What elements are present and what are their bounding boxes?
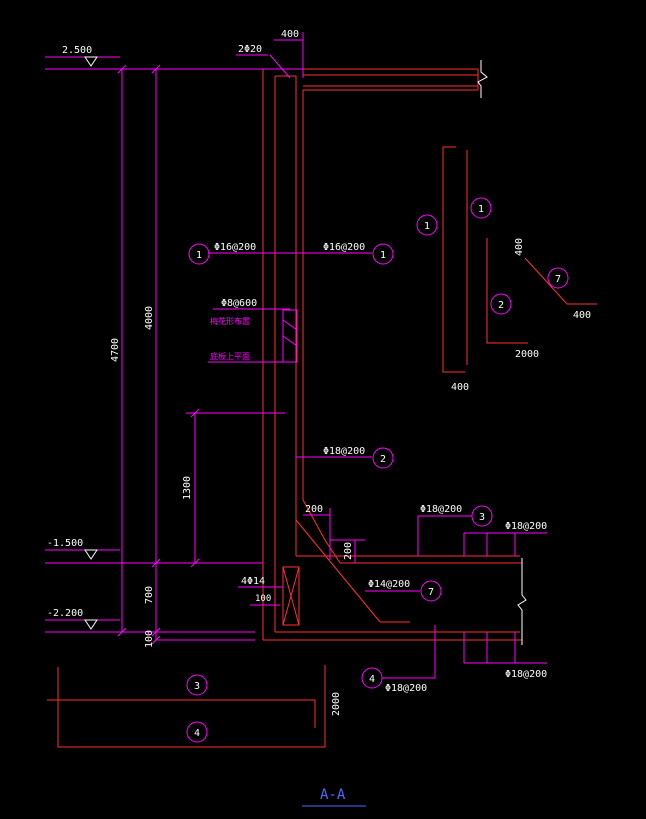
concrete-outline bbox=[262, 68, 522, 641]
callout-slab-top-leader bbox=[417, 515, 472, 556]
dim-haunch bbox=[303, 508, 365, 563]
bar-detail-4-shape bbox=[47, 665, 326, 748]
rebar-corner-label: 4Φ14 bbox=[241, 576, 265, 587]
bar-detail-1-shape bbox=[442, 146, 465, 373]
level-marker-top bbox=[45, 56, 303, 70]
dim-haunch-h: 200 bbox=[305, 504, 323, 515]
mark-1-detail-a: 1 bbox=[424, 221, 430, 232]
section-title: A-A bbox=[320, 787, 346, 803]
break-symbol-bottom bbox=[517, 558, 527, 645]
dim-bar1-leg: 400 bbox=[451, 382, 469, 393]
rebar-haunch-label: Φ14@200 bbox=[368, 579, 410, 590]
mark-circle-3 bbox=[471, 505, 493, 527]
mark-4-slab: 4 bbox=[369, 674, 375, 685]
slab-top-right-ticks bbox=[463, 532, 547, 556]
dim-slab-700: 700 bbox=[144, 586, 155, 604]
mark-circle-1-left bbox=[188, 243, 210, 265]
bar-detail-7-shape bbox=[524, 257, 597, 305]
bar-detail-2-shape bbox=[486, 238, 528, 344]
mark-2-wall: 2 bbox=[380, 454, 386, 465]
dim-total-height: 4700 bbox=[110, 338, 121, 362]
mark-circle-2-detail bbox=[490, 293, 512, 315]
rebar-lines bbox=[274, 74, 520, 633]
dim-wall-thickness bbox=[269, 32, 304, 79]
dim-bar34-length: 2000 bbox=[331, 692, 342, 716]
mark-circle-4-slab bbox=[361, 667, 383, 689]
level-marker-bottom bbox=[45, 619, 255, 633]
mark-circle-1-right bbox=[372, 243, 394, 265]
rebar-left-vert-label: Φ16@200 bbox=[214, 242, 256, 253]
break-symbol-top bbox=[477, 60, 488, 98]
bar-detail-3-shape bbox=[57, 667, 316, 728]
rebar-slab-bottom-label: Φ18@200 bbox=[385, 683, 427, 694]
mark-circle-3-detail bbox=[186, 674, 208, 696]
dim-bar2-length: 2000 bbox=[515, 349, 539, 360]
mark-2-detail: 2 bbox=[498, 300, 504, 311]
mark-circle-2-wall bbox=[372, 447, 394, 469]
level-top-label: 2.500 bbox=[62, 45, 92, 56]
slab-bottom-right-ticks bbox=[463, 632, 547, 664]
mark-circle-4-detail bbox=[186, 721, 208, 743]
dim-bar7-leg-a: 400 bbox=[514, 238, 525, 256]
mark-3: 3 bbox=[479, 512, 485, 523]
dim-lower-height: 1300 bbox=[182, 476, 193, 500]
rebar-tie-note1: 梅花形布置 bbox=[210, 316, 250, 326]
mark-circle-7 bbox=[420, 580, 442, 602]
mark-7: 7 bbox=[428, 587, 434, 598]
mark-circle-7-detail bbox=[547, 267, 569, 289]
dim-bar7-leg-b: 400 bbox=[573, 310, 591, 321]
mark-circle-1-detail-b bbox=[470, 197, 492, 219]
rebar-top-bars-label: 2Φ20 bbox=[238, 44, 262, 55]
rebar-wall-lower-label: Φ18@200 bbox=[323, 446, 365, 457]
mark-1-right: 1 bbox=[380, 250, 386, 261]
level-bottom-label: -2.200 bbox=[47, 608, 83, 619]
dim-base-100: 100 bbox=[144, 630, 155, 648]
dim-wall-height: 4000 bbox=[144, 306, 155, 330]
callout-slab-bottom-leader bbox=[382, 625, 436, 679]
mark-4-detail: 4 bbox=[194, 728, 200, 739]
mark-7-detail: 7 bbox=[555, 274, 561, 285]
dim-small-100: 100 bbox=[255, 594, 271, 604]
level-mid-label: -1.500 bbox=[47, 538, 83, 549]
dim-lines-vertical bbox=[117, 64, 285, 645]
dim-haunch-v: 200 bbox=[343, 542, 354, 560]
mark-1-left: 1 bbox=[196, 250, 202, 261]
rebar-slab-bottom-right-label: Φ18@200 bbox=[505, 669, 547, 680]
rebar-tie-note2: 底板上平面 bbox=[210, 351, 250, 361]
mark-1-detail-b: 1 bbox=[478, 204, 484, 215]
rebar-slab-top-right-label: Φ18@200 bbox=[505, 521, 547, 532]
waterstop-marks bbox=[282, 309, 298, 363]
mark-3-detail: 3 bbox=[194, 681, 200, 692]
dim-wall-thickness-label: 400 bbox=[281, 29, 299, 40]
rebar-slab-top-label: Φ18@200 bbox=[420, 504, 462, 515]
rebar-right-vert-label: Φ16@200 bbox=[323, 242, 365, 253]
level-marker-mid bbox=[45, 549, 263, 564]
rebar-tie-label: Φ8@600 bbox=[221, 298, 257, 309]
mark-circle-1-detail-a bbox=[416, 214, 438, 236]
